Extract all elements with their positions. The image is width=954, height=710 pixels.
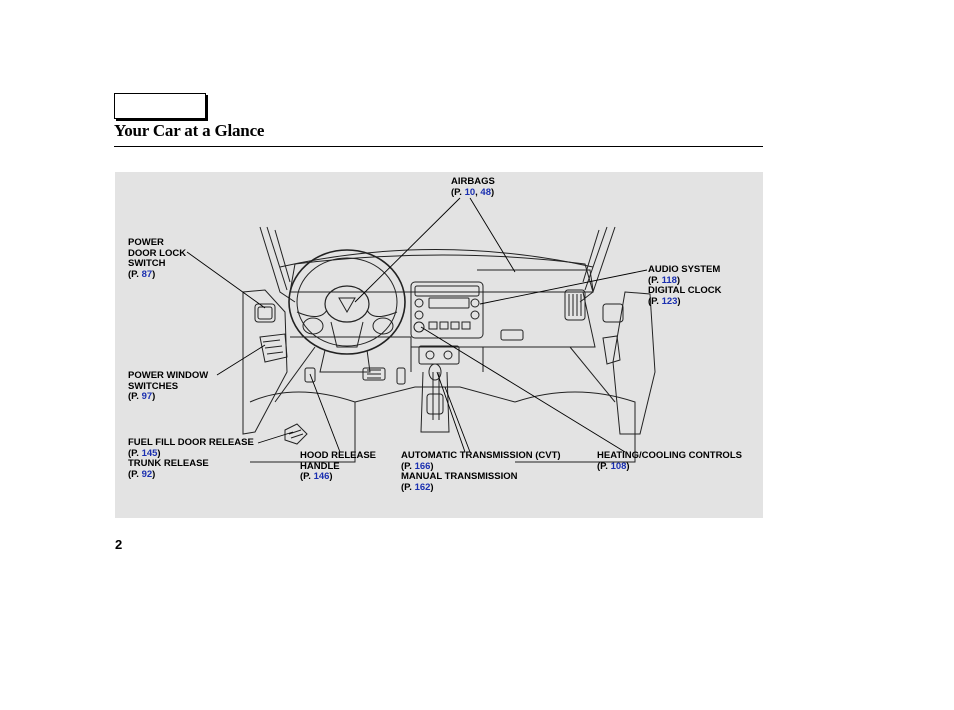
trunk-release-page-link[interactable]: 92: [141, 469, 153, 481]
callout-heating-cooling: HEATING/COOLING CONTROLS (P. 108): [597, 450, 742, 472]
callout-airbags: AIRBAGS (P. 10, 48): [451, 176, 495, 198]
manual-trans-ref-prefix: (P.: [401, 482, 412, 494]
audio-system-ref-prefix: (P.: [648, 274, 659, 286]
airbags-ref-prefix: (P.: [451, 186, 462, 198]
heating-ref-suffix: ): [626, 460, 630, 472]
callout-audio-system: AUDIO SYSTEM (P. 118) DIGITAL CLOCK (P. …: [648, 264, 722, 308]
trunk-release-label: TRUNK RELEASE: [128, 458, 209, 470]
hood-release-page-link[interactable]: 146: [313, 471, 330, 483]
manual-trans-page-link[interactable]: 162: [414, 482, 431, 494]
title-rule: [114, 146, 763, 147]
callout-transmission: AUTOMATIC TRANSMISSION (CVT) (P. 166) MA…: [401, 450, 561, 494]
power-window-ref-prefix: (P.: [128, 391, 139, 403]
airbags-ref-separator: ,: [475, 186, 478, 198]
power-window-ref-suffix: ): [152, 391, 156, 403]
digital-clock-ref-suffix: ): [677, 296, 681, 308]
dashboard-illustration-panel: AIRBAGS (P. 10, 48) POWER DOOR LOCK SWIT…: [115, 172, 763, 518]
airbags-ref-suffix: ): [491, 186, 495, 198]
page-title: Your Car at a Glance: [114, 121, 265, 140]
power-door-lock-ref-prefix: (P.: [128, 269, 139, 281]
fuel-fill-label: FUEL FILL DOOR RELEASE: [128, 437, 254, 448]
power-door-lock-label-2: DOOR LOCK: [128, 247, 187, 259]
auto-trans-ref-prefix: (P.: [401, 460, 412, 472]
callout-power-door-lock: POWER DOOR LOCK SWITCH (P. 87): [128, 237, 187, 281]
callout-power-window: POWER WINDOW SWITCHES (P. 97): [128, 370, 209, 403]
heating-page-link[interactable]: 108: [610, 460, 627, 472]
dashboard-illustration: [186, 197, 656, 463]
airbags-page-link-2[interactable]: 48: [480, 186, 491, 198]
auto-trans-label: AUTOMATIC TRANSMISSION (CVT): [401, 450, 561, 461]
fuel-fill-ref-suffix: ): [157, 447, 161, 459]
fuel-fill-ref-prefix: (P.: [128, 447, 139, 459]
airbags-label: AIRBAGS: [451, 176, 495, 187]
audio-system-label: AUDIO SYSTEM: [648, 264, 721, 275]
trunk-release-ref-prefix: (P.: [128, 469, 139, 481]
power-window-label-1: POWER WINDOW: [128, 370, 209, 381]
fuel-fill-page-link[interactable]: 145: [141, 447, 158, 459]
manual-trans-ref-suffix: ): [430, 482, 434, 494]
digital-clock-page-link[interactable]: 123: [661, 296, 678, 308]
nav-box: [114, 93, 206, 119]
hood-release-label-1: HOOD RELEASE: [300, 450, 377, 461]
power-window-page-link[interactable]: 97: [141, 391, 153, 403]
trunk-release-ref-suffix: ): [152, 469, 156, 481]
heating-ref-prefix: (P.: [597, 460, 608, 472]
airbags-page-link-1[interactable]: 10: [464, 186, 476, 198]
auto-trans-page-link[interactable]: 166: [414, 460, 431, 472]
power-door-lock-page-link[interactable]: 87: [141, 269, 153, 281]
callout-fuel-fill: FUEL FILL DOOR RELEASE (P. 145) TRUNK RE…: [128, 437, 254, 481]
heating-label: HEATING/COOLING CONTROLS: [597, 450, 742, 461]
digital-clock-ref-prefix: (P.: [648, 296, 659, 308]
page-number: 2: [115, 537, 123, 552]
power-door-lock-ref-suffix: ): [152, 269, 156, 281]
audio-system-page-link[interactable]: 118: [661, 274, 677, 286]
hood-release-ref-suffix: ): [329, 471, 333, 483]
power-door-lock-label-1: POWER: [128, 237, 164, 248]
callout-hood-release: HOOD RELEASE HANDLE (P. 146): [300, 450, 377, 483]
auto-trans-ref-suffix: ): [430, 460, 434, 472]
manual-trans-label: MANUAL TRANSMISSION: [401, 471, 518, 483]
audio-system-ref-suffix: ): [676, 274, 681, 286]
hood-release-label-2: HANDLE: [300, 460, 340, 472]
digital-clock-label: DIGITAL CLOCK: [648, 285, 722, 297]
power-door-lock-label-3: SWITCH: [128, 258, 166, 270]
power-window-label-2: SWITCHES: [128, 380, 179, 392]
hood-release-ref-prefix: (P.: [300, 471, 311, 483]
